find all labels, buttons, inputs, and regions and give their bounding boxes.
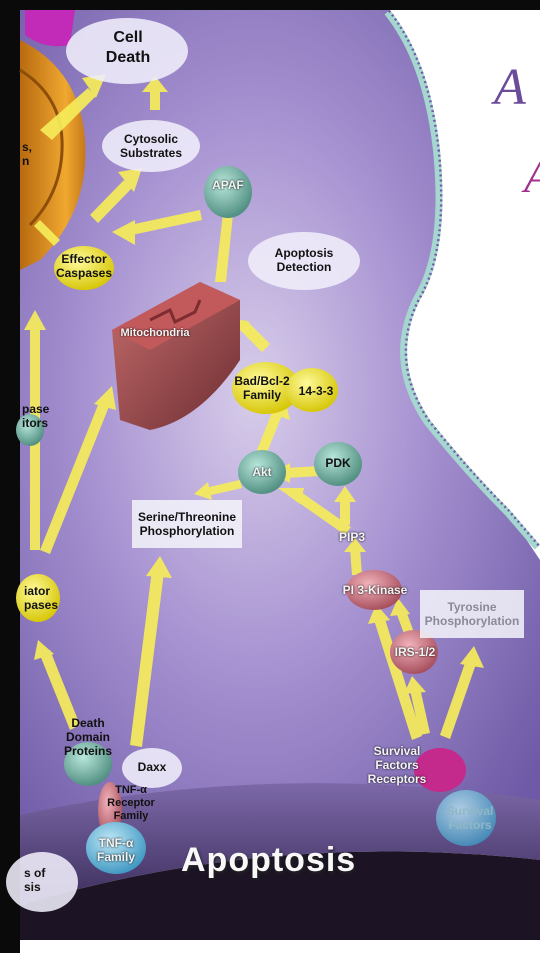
caspase-inhibitors-partial-label: pase itors <box>22 402 62 430</box>
irs-label: IRS-1/2 <box>390 645 440 659</box>
apoptosis-detection-label: Apoptosis Detection <box>250 246 358 274</box>
pip3-label: PIP3 <box>332 530 372 544</box>
tnf-receptor-label: TNF-α Receptor Family <box>96 784 166 823</box>
arrow-pip3-pdk <box>340 498 350 525</box>
survival-factors-label: Survival Factors <box>440 804 500 832</box>
corner-letter-a2: A <box>524 150 540 203</box>
left-border <box>0 0 20 953</box>
arrow-substrates-death <box>150 90 160 110</box>
survival-receptors-label: Survival Factors Receptors <box>362 744 432 786</box>
tyrosine-label: Tyrosine Phosphorylation <box>420 600 524 628</box>
initiator-caspases-partial-label: iator pases <box>24 584 64 612</box>
top-border <box>20 0 540 10</box>
apaf-protein <box>204 166 252 218</box>
bottom-left-partial-label: s of sis <box>24 866 64 894</box>
pi3-kinase-label: PI 3-Kinase <box>332 583 418 597</box>
death-domain-label: Death Domain Proteins <box>56 716 120 758</box>
apaf-label: APAF <box>206 178 250 192</box>
tnf-family-label: TNF-α Family <box>86 836 146 864</box>
akt-label: Akt <box>244 465 280 479</box>
bottom-margin <box>20 940 540 953</box>
top-left-partial-label: s, n <box>22 140 52 168</box>
daxx-label: Daxx <box>126 760 178 774</box>
arrow-pi3k-pip3 <box>350 548 362 575</box>
cell-death-label: Cell Death <box>70 28 186 68</box>
mitochondria-label: Mitochondria <box>110 326 200 340</box>
effector-caspases-label: Effector Caspases <box>52 252 116 280</box>
bad-bcl2-label: Bad/Bcl-2 Family <box>226 374 298 402</box>
cytosolic-substrates-label: Cytosolic Substrates <box>104 132 198 160</box>
pdk-label: PDK <box>318 456 358 470</box>
apoptosis-title: Apoptosis <box>181 841 356 880</box>
fourteen-3-3-label: 14-3-3 <box>292 384 340 398</box>
corner-letter-a1: A <box>494 58 526 117</box>
serine-threonine-label: Serine/Threonine Phosphorylation <box>132 510 242 538</box>
